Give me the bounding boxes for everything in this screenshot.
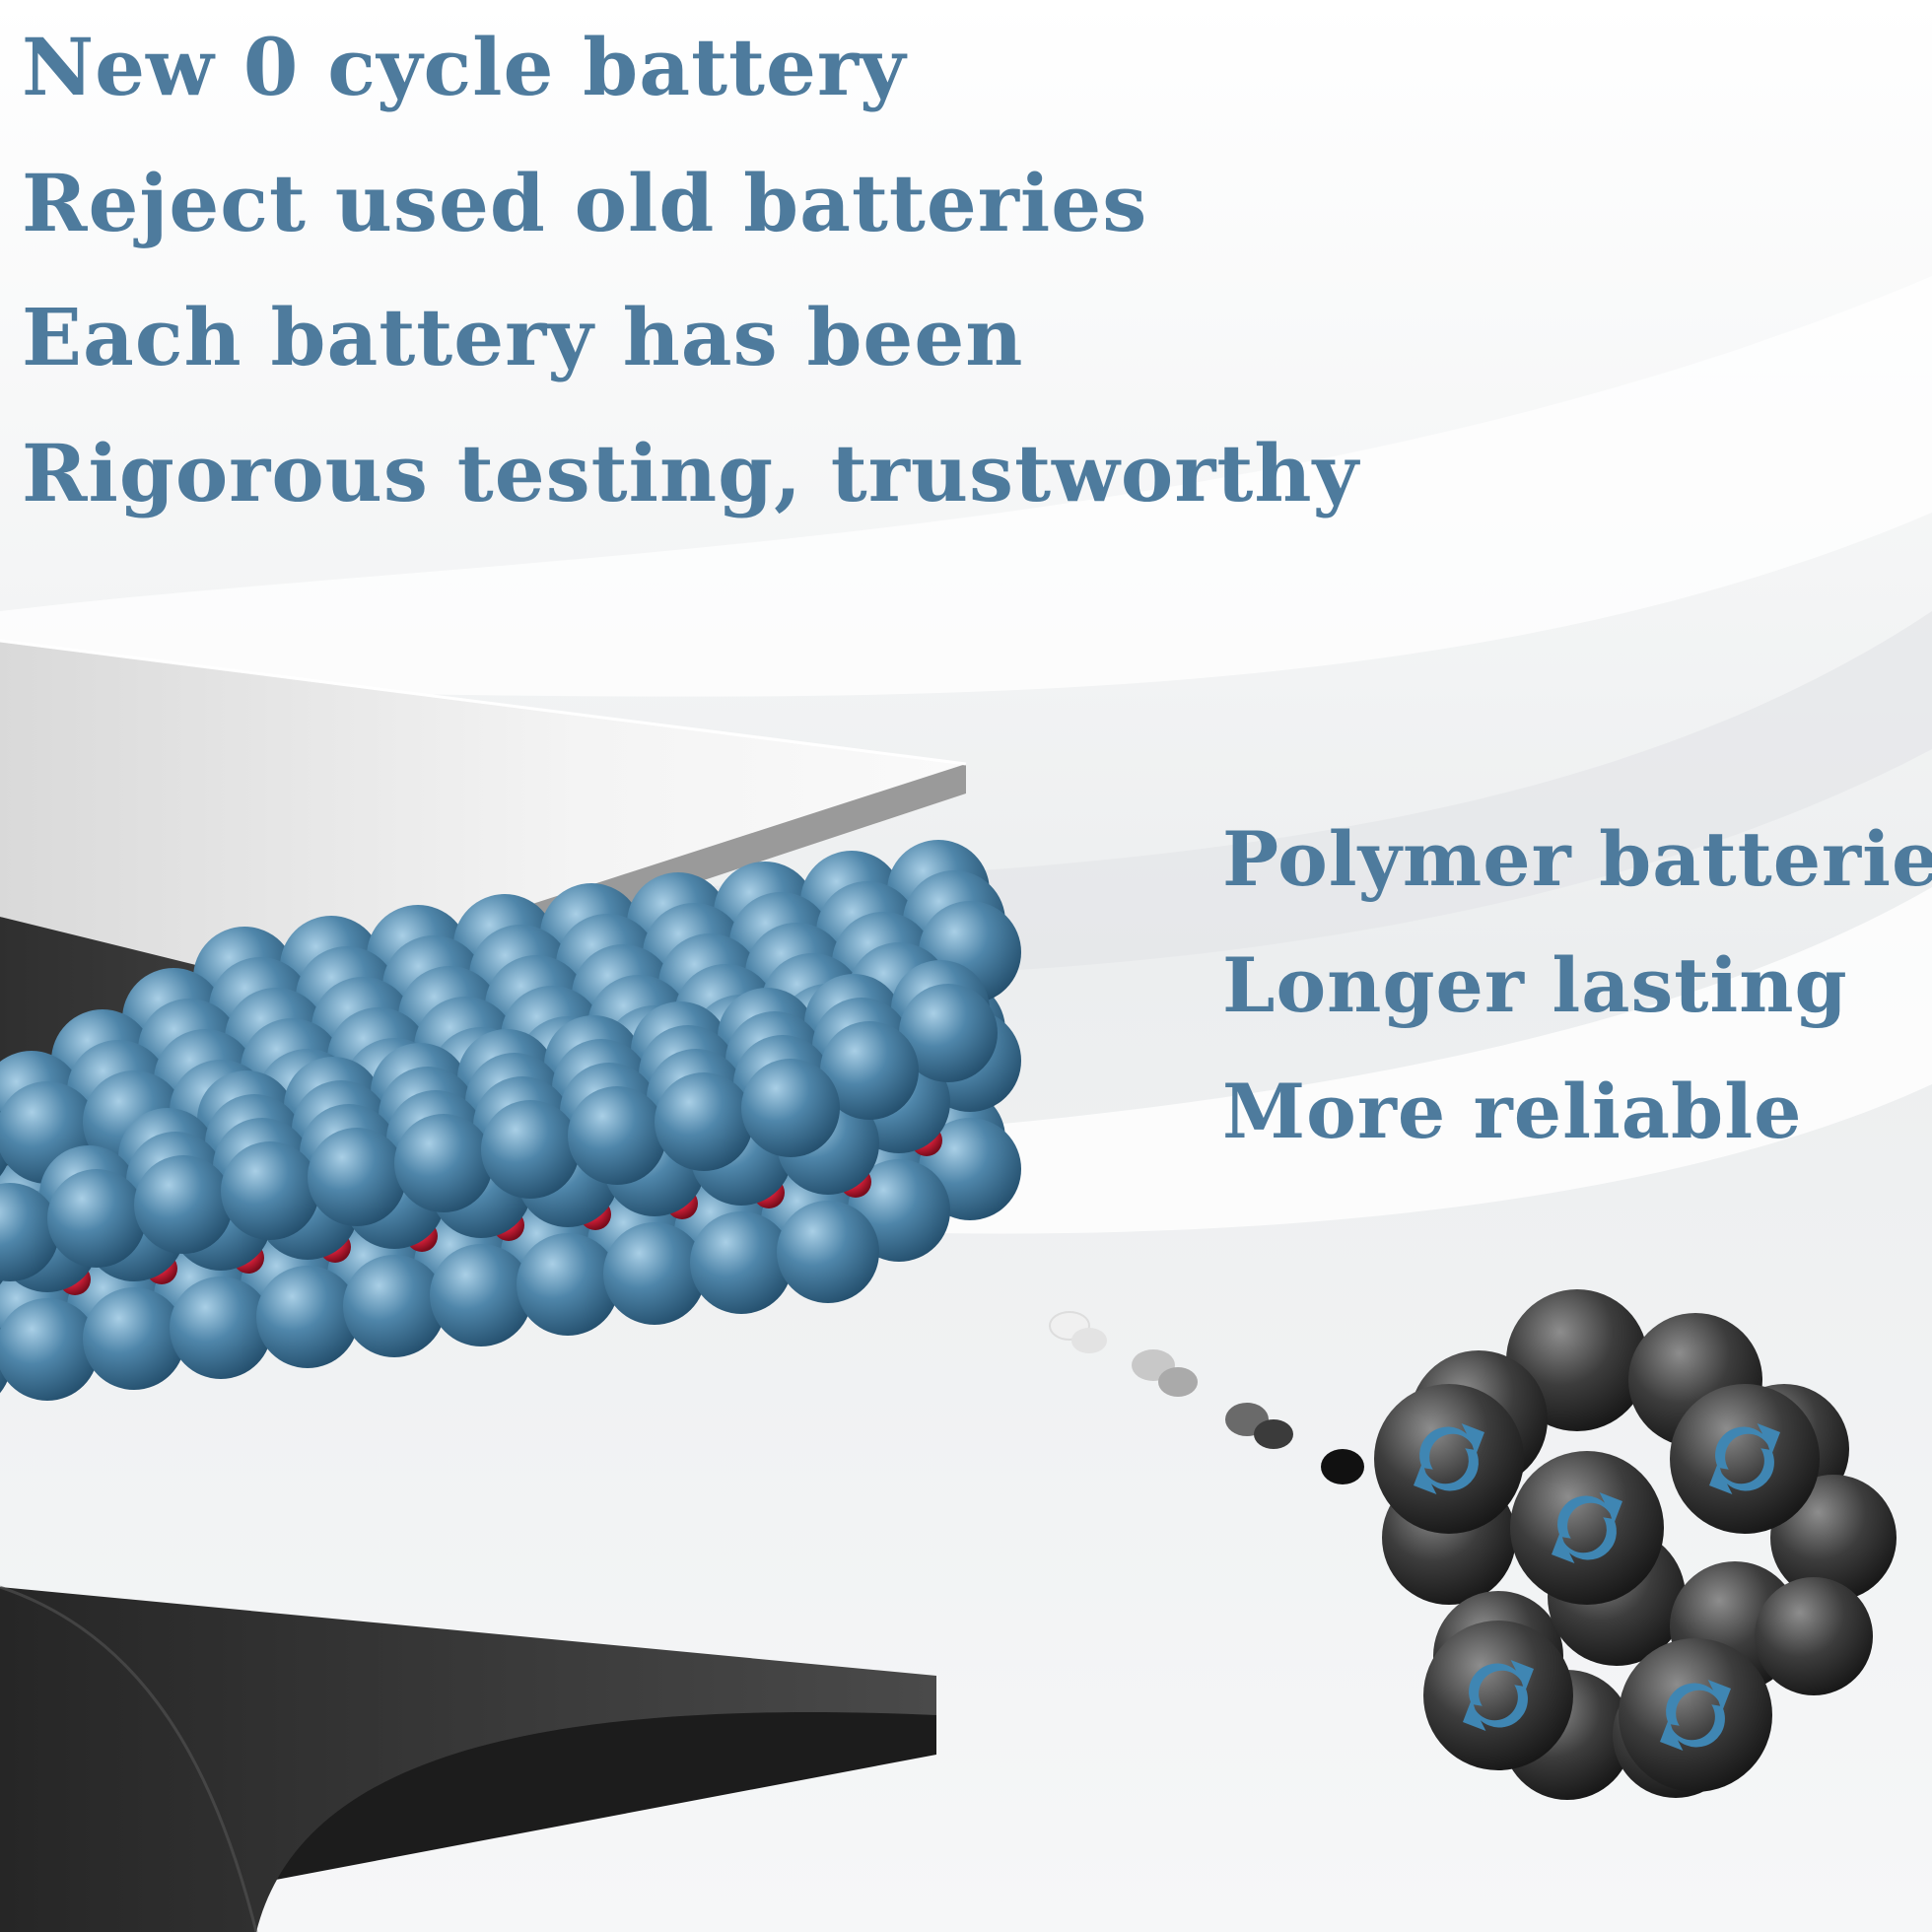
particle-sphere: [1755, 1577, 1873, 1695]
headline-line-3: Each battery has been: [22, 291, 1024, 383]
feature-line-3: More reliable: [1222, 1068, 1803, 1155]
feature-line-1: Polymer batteries: [1222, 815, 1932, 903]
particle-sphere: [1423, 1621, 1573, 1770]
atom-sphere-icon: [343, 1255, 446, 1357]
top-electrode-sheet: [0, 641, 966, 1000]
atom-lattice: [0, 840, 1021, 1401]
connector-dots: [1049, 1311, 1364, 1484]
atom-sphere-icon: [0, 1298, 99, 1401]
feature-line-2: Longer lasting: [1222, 941, 1848, 1029]
atom-sphere-icon: [603, 1222, 706, 1325]
atom-sphere-icon: [820, 1021, 919, 1120]
atom-sphere-icon: [517, 1233, 619, 1336]
atom-sphere-icon: [134, 1155, 233, 1254]
particle-cluster-icon: [1374, 1289, 1897, 1800]
particle-sphere: [1374, 1384, 1524, 1534]
atom-sphere-icon: [394, 1114, 493, 1212]
atom-sphere-icon: [777, 1201, 879, 1303]
recycle-arrows-icon: [1709, 1423, 1780, 1494]
atom-sphere-icon: [481, 1100, 580, 1199]
atom-sphere-icon: [0, 1183, 59, 1281]
atom-sphere-icon: [83, 1287, 185, 1390]
headline-line-2: Reject used old batteries: [22, 157, 1148, 249]
atom-sphere-icon: [899, 984, 998, 1082]
atom-sphere-icon: [256, 1266, 359, 1368]
particle-sphere: [1510, 1451, 1664, 1605]
atom-sphere-icon: [690, 1211, 793, 1314]
atom-sphere-icon: [221, 1141, 319, 1240]
recycle-arrows-icon: [1552, 1492, 1622, 1563]
headline-line-1: New 0 cycle battery: [22, 21, 907, 113]
atom-sphere-icon: [308, 1128, 406, 1226]
atom-sphere-icon: [170, 1276, 272, 1379]
atom-sphere-icon: [47, 1169, 146, 1268]
recycle-arrows-icon: [1660, 1680, 1731, 1751]
particle-sphere: [1619, 1638, 1772, 1792]
atom-sphere-icon: [741, 1059, 840, 1157]
particle-sphere: [1670, 1384, 1820, 1534]
atom-sphere-icon: [655, 1072, 753, 1171]
atom-sphere-icon: [430, 1244, 532, 1346]
atom-sphere-icon: [568, 1086, 666, 1185]
headline-line-4: Rigorous testing, trustworthy: [22, 427, 1360, 519]
recycle-arrows-icon: [1414, 1423, 1484, 1494]
recycle-arrows-icon: [1463, 1660, 1534, 1731]
